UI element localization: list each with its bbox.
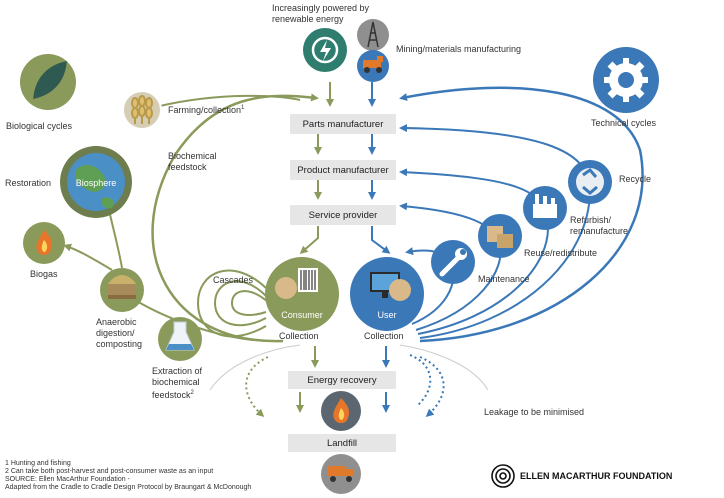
renewable-energy-icon xyxy=(311,36,339,64)
compost-icon xyxy=(108,275,136,299)
anaerobic-label: Anaerobic digestion/ composting xyxy=(96,317,143,349)
product-manufacturer-box: Product manufacturer xyxy=(290,160,396,180)
blue-arrow-4 xyxy=(371,226,391,254)
service-provider-box: Service provider xyxy=(290,205,396,225)
energy-recovery-box: Energy recovery xyxy=(288,371,396,389)
farming-arrow xyxy=(159,94,301,107)
landfill-box: Landfill xyxy=(288,434,396,452)
biogas-label: Biogas xyxy=(30,269,58,279)
restoration-label: Restoration xyxy=(5,178,52,188)
consumer-barcode-icon xyxy=(275,268,318,299)
biological-cycles-label: Biological cycles xyxy=(6,121,73,131)
renewable-energy-label: Increasingly powered by renewable energy xyxy=(272,3,370,24)
footnote-1: 1 Hunting and fishing xyxy=(5,460,71,467)
leakage-label: Leakage to be minimised xyxy=(484,407,585,417)
logo-text: ELLEN MACARTHUR FOUNDATION xyxy=(520,471,673,481)
user-collection-label: Collection xyxy=(364,331,404,341)
footnote-2: 2 Can take both post-harvest and post-co… xyxy=(5,468,214,475)
technical-outer-loop xyxy=(399,86,644,343)
ellen-macarthur-logo-icon xyxy=(491,464,515,488)
biosphere-label: Biosphere xyxy=(76,178,117,188)
wheat-icon xyxy=(131,95,153,124)
user-computer-icon xyxy=(370,272,411,301)
farming-label: Farming/collection1 xyxy=(168,105,245,115)
factory-icon xyxy=(533,194,557,218)
landfill-truck-icon xyxy=(328,466,354,482)
wrench-icon xyxy=(439,248,467,277)
oil-rig-circle xyxy=(357,19,389,51)
source-line-2: Adapted from the Cradle to Cradle Design… xyxy=(5,484,252,491)
refurbish-label: Refurbish/ remanufacture xyxy=(570,215,629,236)
maintenance-label: Maintenance xyxy=(478,274,530,284)
gear-icon xyxy=(604,58,648,102)
user-label: User xyxy=(377,310,396,320)
mining-label: Mining/materials manufacturing xyxy=(396,44,522,54)
parts-manufacturer-box: Parts manufacturer xyxy=(290,114,396,134)
source-line-1: SOURCE: Ellen MacArthur Foundation - xyxy=(5,476,130,483)
oil-rig-icon xyxy=(367,21,379,48)
flask-icon xyxy=(165,321,195,351)
recycle-icon xyxy=(576,167,604,196)
technical-cycles-label: Technical cycles xyxy=(591,118,657,128)
biochemical-feedstock-label: Biochemical feedstock xyxy=(168,151,217,172)
consumer-collection-label: Collection xyxy=(279,331,319,341)
reuse-label: Reuse/redistribute xyxy=(524,248,598,258)
green-arrow-4 xyxy=(299,226,319,254)
extraction-label: Extraction of biochemical feedstock2 xyxy=(152,366,203,400)
recycle-label: Recycle xyxy=(619,174,652,184)
consumer-label: Consumer xyxy=(281,310,323,320)
mining-truck-icon xyxy=(363,56,383,73)
consumer-circle xyxy=(265,257,339,331)
biogas-arrow xyxy=(63,243,113,271)
boxes-icon xyxy=(487,226,513,248)
cascades-label: Cascades xyxy=(213,275,254,285)
leaf-icon xyxy=(33,61,67,99)
